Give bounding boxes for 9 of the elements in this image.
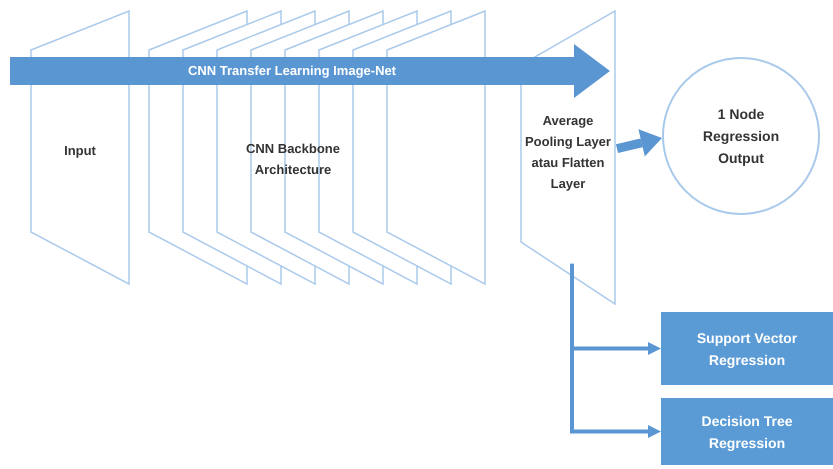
node-label: Average Pooling Layer atau Flatten Layer (525, 112, 611, 193)
model-box: Decision Tree Regression (661, 398, 833, 465)
model-box: Support Vector Regression (661, 312, 833, 385)
flow-arrow (10, 44, 610, 98)
edge-label: CNN Transfer Learning Image-Net (188, 62, 396, 80)
arrow (570, 264, 661, 438)
arrow (616, 129, 662, 156)
node-label: CNN Backbone Architecture (245, 140, 341, 179)
node-label: Input (64, 142, 96, 160)
